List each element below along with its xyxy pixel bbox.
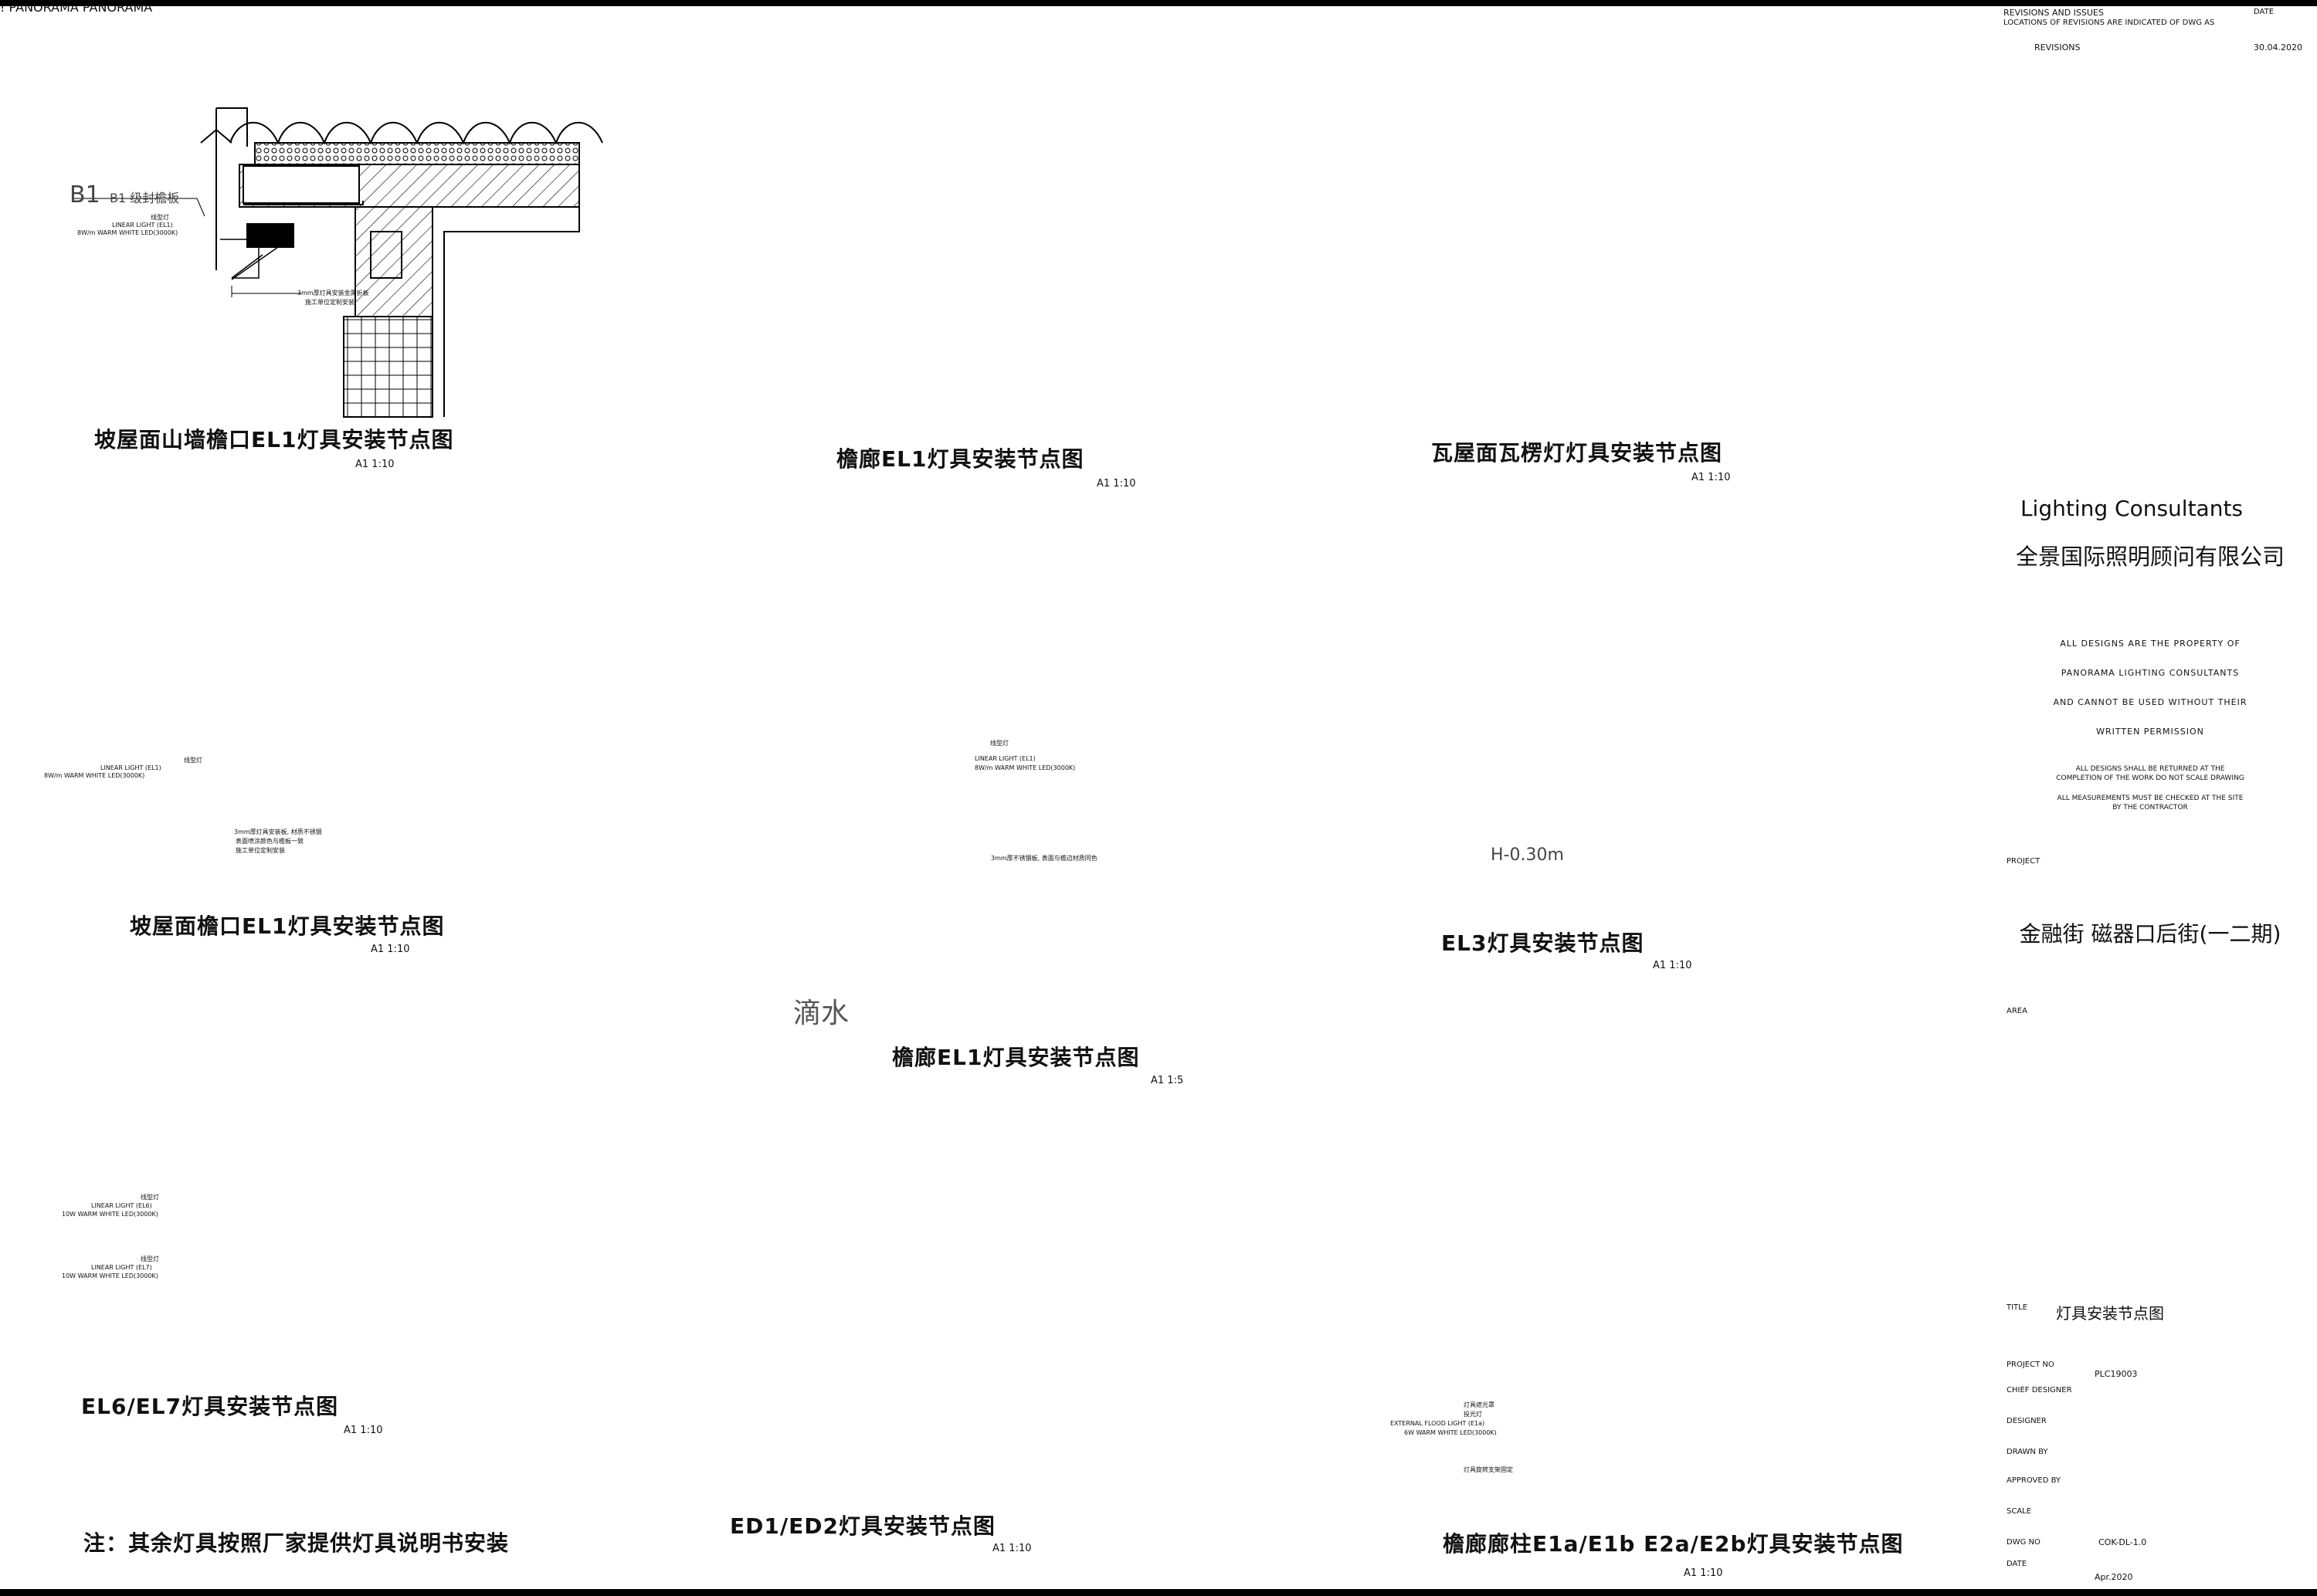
revision-date: 30.04.2020 [2254,42,2302,53]
detail-2-title: 檐廊EL1灯具安装节点图 [836,446,1084,472]
detail-4-note-6: 施工单位定制安装 [236,847,285,854]
detail-1-note-1: 线型灯 [151,214,169,221]
detail-1-note-2: LINEAR LIGHT (EL1) [112,222,173,229]
property-line-3: AND CANNOT BE USED WITHOUT THEIR [2053,697,2247,707]
detail-6-level: H-0.30m [1491,845,1564,865]
detail-5-water-label: 滴水 [793,998,850,1029]
detail-8-title: ED1/ED2灯具安装节点图 [730,1513,996,1539]
detail-6-scale: A1 1:10 [1653,960,1692,971]
detail-8-scale: A1 1:10 [992,1543,1032,1554]
detail-4-scale: A1 1:10 [371,944,410,955]
detail-5-note-3: 8W/m WARM WHITE LED(3000K) [975,764,1076,771]
detail-9-note-1: 灯具遮光罩 [1464,1401,1494,1408]
detail-6-title: EL3灯具安装节点图 [1441,930,1644,956]
revisions-subheading: LOCATIONS OF REVISIONS ARE INDICATED OF … [2003,19,2215,27]
detail-4-note-1: 线型灯 [184,757,202,764]
detail-4-note-3: 8W/m WARM WHITE LED(3000K) [44,772,145,779]
detail-4-note-5: 表面喷涂颜色与檐板一致 [236,838,304,845]
detail-9-scale: A1 1:10 [1684,1567,1723,1579]
detail-3-title: 瓦屋面瓦楞灯灯具安装节点图 [1431,440,1723,466]
project-label: PROJECT [2007,857,2041,866]
detail-9-note-3: EXTERNAL FLOOD LIGHT (E1a) [1390,1420,1485,1427]
title-label: TITLE [2007,1303,2028,1312]
detail-7-note-6: 10W WARM WHITE LED(3000K) [62,1272,158,1279]
company-name-cn: 全景国际照明顾问有限公司 [2015,544,2285,570]
project-no-value: PLC19003 [2095,1369,2138,1379]
revisions-heading: REVISIONS AND ISSUES [2003,8,2104,18]
detail-9-note-4: 6W WARM WHITE LED(3000K) [1404,1429,1497,1436]
return-line-3: ALL MEASUREMENTS MUST BE CHECKED AT THE … [2057,795,2244,802]
detail-9-note-5: 灯具旋转支架固定 [1464,1466,1513,1473]
detail-3-scale: A1 1:10 [1691,472,1731,483]
date-value: Apr.2020 [2095,1572,2133,1582]
detail-7-title: EL6/EL7灯具安装节点图 [81,1394,339,1419]
detail-7-scale: A1 1:10 [344,1425,383,1436]
detail-1-note-5: 施工单位定制安装 [305,299,355,306]
detail-5-note-1: 线型灯 [990,740,1009,747]
detail-5-note-4: 3mm厚不锈钢板, 表面与檐边材质同色 [991,855,1097,862]
detail-5-title: 檐廊EL1灯具安装节点图 [892,1045,1140,1070]
detail-1-gable-eave [73,107,603,418]
detail-4-title: 坡屋面檐口EL1灯具安装节点图 [130,913,445,939]
area-label: AREA [2007,1007,2027,1015]
detail-5-note-2: LINEAR LIGHT (EL1) [975,755,1036,762]
return-line-2: COMPLETION OF THE WORK DO NOT SCALE DRAW… [2056,774,2244,782]
company-name-en: Lighting Consultants [2020,496,2244,521]
date-label: DATE [2007,1560,2027,1568]
detail-1-note-4: 3mm厚灯具安装金属折板 [297,290,369,296]
detail-4-note-2: LINEAR LIGHT (EL1) [100,764,161,771]
warning-triangle-icon: ! [0,0,5,15]
detail-5-scale: A1 1:5 [1151,1075,1184,1086]
detail-1-side-note: B1 [70,181,100,208]
property-line-1: ALL DESIGNS ARE THE PROPERTY OF [2060,639,2241,649]
designer-label: DESIGNER [2007,1417,2047,1425]
title-value: 灯具安装节点图 [2056,1304,2164,1323]
property-line-4: WRITTEN PERMISSION [2096,727,2204,737]
detail-4-note-4: 3mm厚灯具安装板, 材质不锈钢 [234,828,322,835]
return-line-4: BY THE CONTRACTOR [2112,804,2188,812]
approved-by-label: APPROVED BY [2007,1476,2061,1485]
project-name: 金融街 磁器口后街(一二期) [2019,921,2281,947]
return-line-1: ALL DESIGNS SHALL BE RETURNED AT THE [2075,765,2225,773]
detail-1-side-note: B1 级封檐板 [110,191,180,205]
scale-label: SCALE [2007,1507,2032,1516]
detail-2-scale: A1 1:10 [1097,478,1136,490]
chief-designer-label: CHIEF DESIGNER [2007,1386,2072,1394]
detail-7-note-5: LINEAR LIGHT (EL7) [91,1264,152,1271]
property-line-2: PANORAMA LIGHTING CONSULTANTS [2061,668,2240,678]
detail-1-scale: A1 1:10 [355,459,395,470]
detail-7-note-3: 10W WARM WHITE LED(3000K) [62,1211,158,1218]
project-no-label: PROJECT NO [2007,1360,2054,1369]
general-note: 注：其余灯具按照厂家提供灯具说明书安装 [83,1530,510,1556]
detail-1-note-3: 8W/m WARM WHITE LED(3000K) [77,229,178,236]
detail-7-note-1: 线型灯 [141,1194,159,1201]
drawn-by-label: DRAWN BY [2007,1448,2048,1456]
dwg-no-label: DWG NO [2007,1538,2041,1547]
detail-9-note-2: 投光灯 [1464,1411,1482,1418]
detail-9-title: 檐廊廊柱E1a/E1b E2a/E2b灯具安装节点图 [1443,1531,1904,1557]
detail-7-note-4: 线型灯 [141,1255,159,1262]
detail-7-note-2: LINEAR LIGHT (EL6) [91,1202,152,1209]
revisions-label: REVISIONS [2034,42,2081,53]
detail-1-title: 坡屋面山墙檐口EL1灯具安装节点图 [94,427,454,452]
dwg-no-value: COK-DL-1.0 [2098,1537,2147,1547]
date-heading: DATE [2254,8,2275,16]
